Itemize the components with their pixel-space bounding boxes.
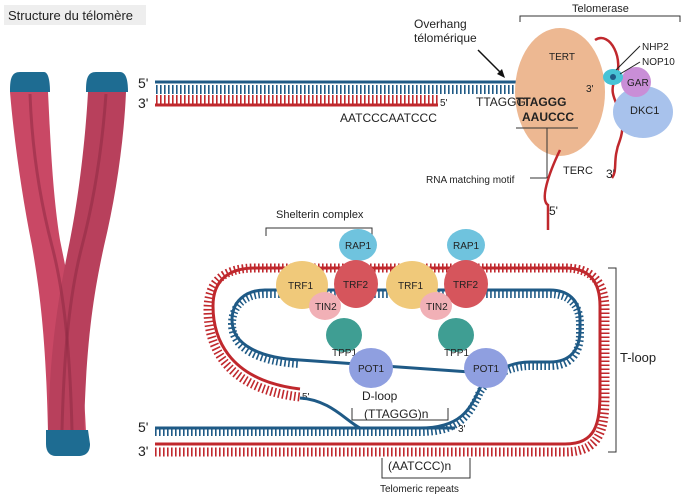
rna-motif-label: RNA matching motif xyxy=(426,175,515,186)
pot1-label-1: POT1 xyxy=(358,364,385,375)
tin2-protein-2 xyxy=(420,292,452,320)
trf2-protein-2 xyxy=(444,260,488,308)
telomere-cap-bottom-right xyxy=(46,430,90,456)
nhp2-label: NHP2 xyxy=(642,42,669,53)
tin2-label-1: TIN2 xyxy=(315,302,337,313)
chromosome xyxy=(10,72,128,456)
telomerase-3prime: 3' xyxy=(586,84,594,95)
ttaggg-n-label: (TTAGGG)n xyxy=(364,407,428,421)
aatccc-n-label: (AATCCC)n xyxy=(388,459,451,473)
overhang-label-2: télomérique xyxy=(414,31,477,45)
aauccc-sequence: AAUCCC xyxy=(522,110,574,124)
tert-label: TERT xyxy=(549,52,575,63)
telomere-cap-top-left xyxy=(10,72,50,92)
tin2-label-2: TIN2 xyxy=(426,302,448,313)
tpp1-protein-2 xyxy=(438,318,474,352)
shelterin-complex-2: RAP1 TRF1 TRF2 TIN2 TPP1 POT1 xyxy=(386,229,508,388)
telomerase-complex: Telomerase TERT 5' 3' TERC DKC1 GAR NHP2… xyxy=(426,3,681,230)
rap1-protein-1 xyxy=(339,229,377,261)
trf1-label-1: TRF1 xyxy=(288,281,313,292)
terc-3prime: 3' xyxy=(606,167,615,181)
tpp1-label-2: TPP1 xyxy=(444,348,469,359)
terc-label: TERC xyxy=(563,165,593,177)
rap1-protein-2 xyxy=(447,229,485,261)
ttaggg-bold-sequence: TTAGGG xyxy=(516,95,566,109)
tin2-protein-1 xyxy=(309,292,341,320)
t-loop: 5' 3' 5' 3' D-loop (TTAGGG)n (AATCCC)n T… xyxy=(138,263,656,495)
ttaggg-sequence: TTAGGG xyxy=(476,95,526,109)
telomeric-repeats-label: Telomeric repeats xyxy=(380,484,459,495)
gar-label: GAR xyxy=(627,78,649,89)
pot1-protein-1 xyxy=(349,348,393,388)
aatccc-sequence: AATCCCAATCCC xyxy=(340,111,437,125)
terc-5prime: 5' xyxy=(549,204,558,218)
shelterin-label: Shelterin complex xyxy=(276,209,364,221)
bottom-3prime-label: 3' xyxy=(138,443,148,459)
title-background xyxy=(4,5,146,25)
shelterin-complex-1: RAP1 TRF1 TRF2 TIN2 TPP1 POT1 xyxy=(276,229,393,388)
rap1-label-1: RAP1 xyxy=(345,241,372,252)
telomerase-label: Telomerase xyxy=(572,3,629,15)
bottom-5prime-label: 5' xyxy=(138,419,148,435)
overhang-label-1: Overhang xyxy=(414,17,467,31)
dloop-label: D-loop xyxy=(362,389,398,403)
top-dna-strand: 5' 3' 5' AATCCCAATCCC Overhang télomériq… xyxy=(138,17,600,125)
trf1-label-2: TRF1 xyxy=(398,281,423,292)
tpp1-label-1: TPP1 xyxy=(332,348,357,359)
pot1-label-2: POT1 xyxy=(473,364,500,375)
nop10-label: NOP10 xyxy=(642,57,675,68)
gar-protein xyxy=(621,67,651,97)
tert-protein xyxy=(515,28,605,156)
pot1-protein-2 xyxy=(464,348,508,388)
top-5prime-label: 5' xyxy=(138,75,148,91)
loop-blue-3prime: 3' xyxy=(458,424,466,435)
trf2-protein-1 xyxy=(334,260,378,308)
tpp1-protein-1 xyxy=(326,318,362,352)
t-loop-label: T-loop xyxy=(620,350,656,365)
telomere-cap-top-right xyxy=(86,72,128,92)
top-red-5prime: 5' xyxy=(440,98,448,109)
page-title: Structure du télomère xyxy=(8,8,133,23)
rap1-label-2: RAP1 xyxy=(453,241,480,252)
dkc1-protein xyxy=(613,86,673,138)
trf2-label-2: TRF2 xyxy=(453,280,478,291)
top-3prime-label: 3' xyxy=(138,95,148,111)
dkc1-label: DKC1 xyxy=(630,105,659,117)
trf2-label-1: TRF2 xyxy=(343,280,368,291)
